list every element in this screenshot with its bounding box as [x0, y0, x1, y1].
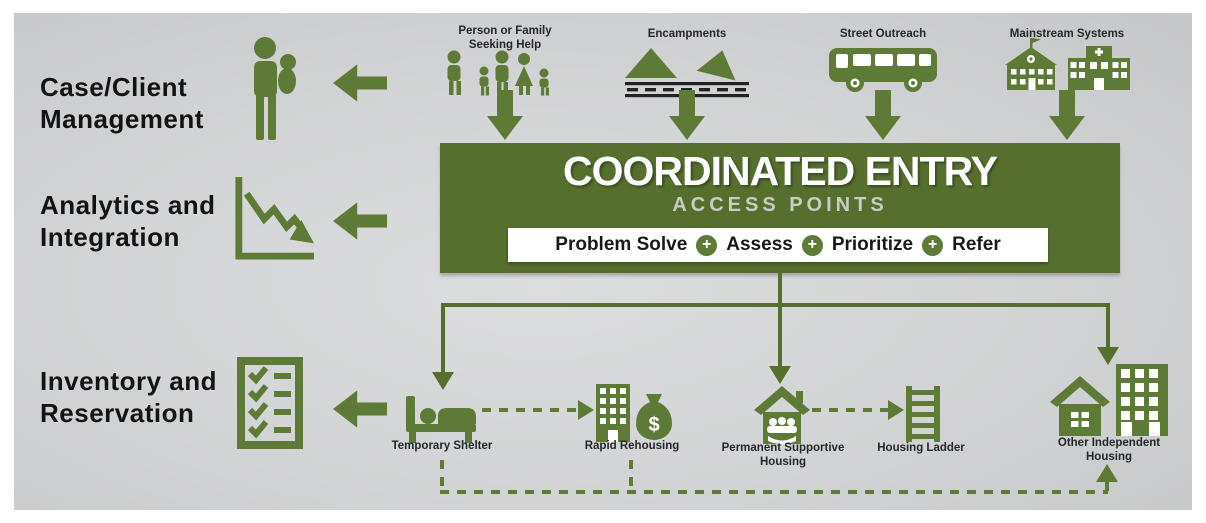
process-steps-bar: Problem Solve + Assess + Prioritize + Re… — [508, 228, 1048, 262]
label-line: Housing Ladder — [877, 442, 965, 454]
label-line: Inventory and — [40, 366, 217, 396]
dest-other-independent-label: Other Independent Housing — [1036, 437, 1182, 464]
label-line: Street Outreach — [839, 28, 927, 40]
arrowhead-up-icon — [1096, 464, 1118, 482]
dest-housing-ladder-label: Housing Ladder — [848, 442, 994, 456]
label-line: Reservation — [40, 397, 195, 428]
connector-stem — [778, 273, 782, 305]
coordinated-entry-box: COORDINATED ENTRY ACCESS POINTS Problem … — [440, 143, 1120, 273]
arrow-down-icon — [1049, 90, 1085, 140]
arrow-down-icon — [865, 90, 901, 140]
dest-temporary-shelter-label: Temporary Shelter — [369, 440, 515, 454]
ladder-icon — [906, 386, 940, 442]
arrowhead-down-icon — [432, 372, 454, 390]
supportive-house-icon — [754, 386, 810, 444]
label-line: Analytics and — [40, 190, 216, 220]
plus-icon: + — [922, 234, 944, 256]
step-problem-solve: Problem Solve — [555, 234, 688, 255]
label-line: Management — [40, 103, 204, 134]
arrow-left-icon — [333, 390, 387, 428]
connector-horizontal — [441, 303, 1110, 307]
arrowhead-down-icon — [1097, 347, 1119, 365]
label-line: Person or Family — [458, 25, 552, 37]
step-prioritize: Prioritize — [831, 234, 914, 255]
source-mainstream-systems-label: Mainstream Systems — [994, 28, 1140, 42]
dest-permanent-supportive-label: Permanent Supportive Housing — [704, 442, 862, 469]
dest-rapid-rehousing-label: Rapid Rehousing — [559, 440, 705, 454]
label-line: Case/Client — [40, 72, 188, 102]
bed-icon — [406, 396, 476, 443]
label-line: Housing — [760, 455, 806, 468]
coordinated-entry-title: COORDINATED ENTRY — [563, 148, 998, 194]
arrowhead-right-icon — [578, 400, 594, 420]
buildings-icon — [1005, 38, 1130, 90]
arrowhead-right-icon — [888, 400, 904, 420]
label-line: Encampments — [647, 28, 727, 40]
arrow-down-icon — [669, 90, 705, 140]
dashed-return-stub — [1105, 482, 1109, 492]
people-group-icon — [447, 50, 549, 96]
building-money-icon: $ — [596, 384, 672, 442]
bus-icon — [829, 48, 937, 92]
plus-icon: + — [801, 234, 823, 256]
label-line: Integration — [40, 221, 180, 252]
connector-middle-drop — [778, 303, 782, 367]
dashed-drop-temporary-shelter — [440, 460, 444, 492]
source-person-family-label: Person or Family Seeking Help — [432, 25, 578, 52]
connector-right-drop — [1106, 303, 1110, 349]
step-assess: Assess — [726, 234, 793, 255]
step-refer: Refer — [952, 234, 1001, 255]
dashed-return-horizontal — [440, 490, 1108, 494]
plus-icon: + — [696, 234, 718, 256]
label-line: Temporary Shelter — [391, 440, 493, 452]
house-building-icon — [1050, 364, 1168, 436]
label-line: Other Independent — [1057, 437, 1161, 449]
arrowhead-down-icon — [769, 366, 791, 384]
label-line: Rapid Rehousing — [584, 440, 680, 452]
label-line: Mainstream Systems — [1009, 28, 1125, 40]
case-client-management-label: Case/Client Management — [40, 72, 204, 135]
dashed-drop-rapid-rehousing — [629, 460, 633, 492]
checklist-icon — [237, 357, 303, 449]
declining-chart-icon — [235, 177, 314, 260]
label-line: Seeking Help — [468, 38, 542, 51]
arrow-down-icon — [487, 90, 523, 140]
person-with-child-icon — [254, 37, 296, 140]
dashed-arrow-shelter-to-rapid — [482, 408, 578, 412]
arrow-left-icon — [333, 202, 387, 240]
analytics-integration-label: Analytics and Integration — [40, 190, 216, 253]
dashed-arrow-psh-to-ladder — [812, 408, 888, 412]
source-encampments-label: Encampments — [614, 28, 760, 42]
access-points-subtitle: ACCESS POINTS — [672, 194, 888, 217]
label-line: Permanent Supportive — [721, 442, 845, 454]
label-line: Housing — [1086, 450, 1132, 463]
dollar-sign: $ — [648, 414, 659, 436]
connector-left-drop — [441, 303, 445, 373]
inventory-reservation-label: Inventory and Reservation — [40, 366, 217, 429]
source-street-outreach-label: Street Outreach — [810, 28, 956, 42]
arrow-left-icon — [333, 64, 387, 102]
